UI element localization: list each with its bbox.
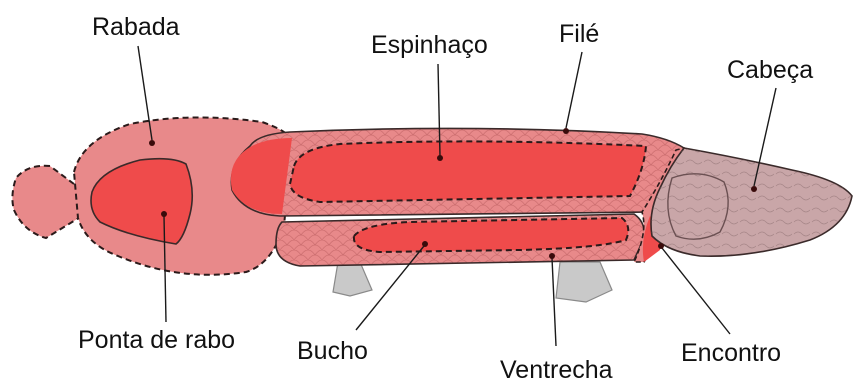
tail-fin — [12, 166, 82, 238]
leader-file — [563, 52, 582, 134]
label-cabeca: Cabeça — [727, 56, 813, 84]
pelvic-fin — [333, 262, 372, 296]
label-ponta-de-rabo: Ponta de rabo — [78, 326, 235, 354]
bucho-cut — [354, 218, 628, 252]
label-espinhaco: Espinhaço — [371, 31, 488, 59]
label-ventrecha: Ventrecha — [500, 356, 613, 384]
label-encontro: Encontro — [681, 339, 781, 367]
label-file: Filé — [559, 20, 599, 48]
leader-ventrecha — [549, 253, 556, 346]
label-bucho: Bucho — [297, 337, 368, 365]
anal-fin — [556, 262, 612, 302]
espinhaco-cut — [290, 141, 646, 202]
label-rabada: Rabada — [92, 13, 180, 41]
